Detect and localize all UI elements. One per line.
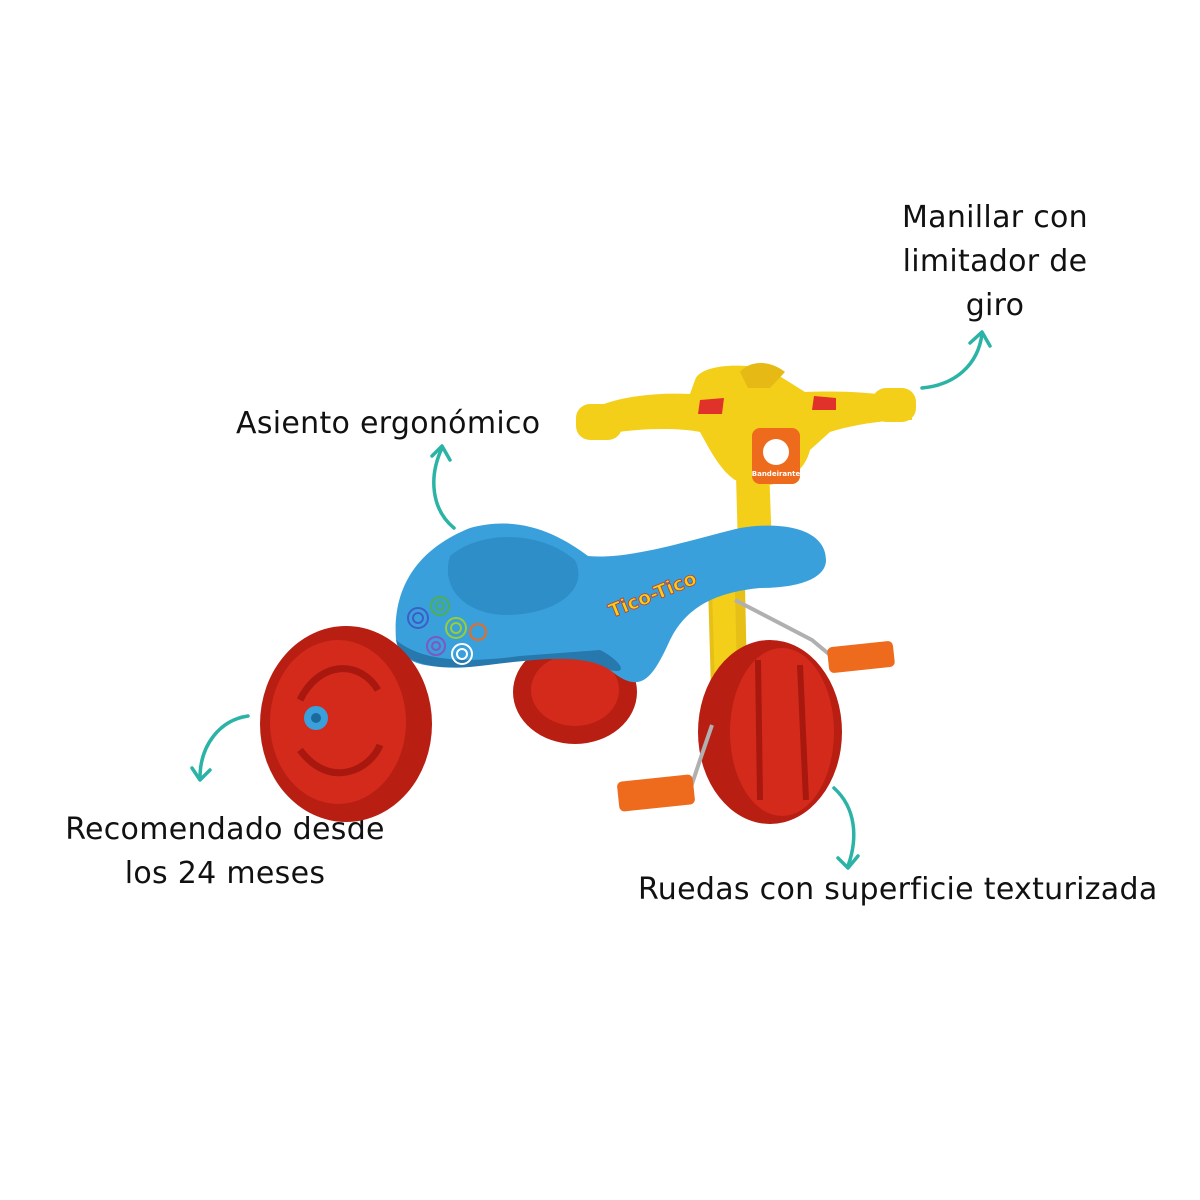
right-pedal — [827, 641, 895, 673]
handlebar-feature-label: Manillar con limitador de giro — [880, 196, 1110, 328]
seat-feature-label: Asiento ergonómico — [236, 406, 541, 441]
tricycle-body — [395, 523, 826, 683]
wheels-feature-label: Ruedas con superficie texturizada — [638, 872, 1158, 907]
handlebar-label-line-2: limitador de — [902, 244, 1088, 279]
left-grip — [576, 404, 622, 440]
seat-arrow-icon — [430, 444, 456, 530]
left-light — [698, 398, 724, 414]
rear-near-wheel — [260, 626, 432, 822]
wheels-arrow-icon — [832, 786, 860, 870]
handlebar-label-line-3: giro — [965, 288, 1025, 323]
age-feature-label: Recomendado desde los 24 meses — [40, 808, 410, 896]
front-wheel — [698, 640, 842, 824]
badge-text: Bandeirante — [752, 470, 801, 478]
handlebar: Bandeirante — [576, 363, 916, 485]
age-arrow-icon — [190, 714, 250, 782]
handlebar-label-line-1: Manillar con — [901, 200, 1088, 235]
swirl-decals — [407, 596, 487, 665]
right-light — [812, 396, 836, 410]
left-pedal — [617, 774, 695, 812]
right-grip — [872, 388, 916, 422]
age-label-line-2: los 24 meses — [124, 856, 326, 891]
pedals — [617, 598, 895, 812]
handlebar-arrow-icon — [920, 330, 992, 390]
